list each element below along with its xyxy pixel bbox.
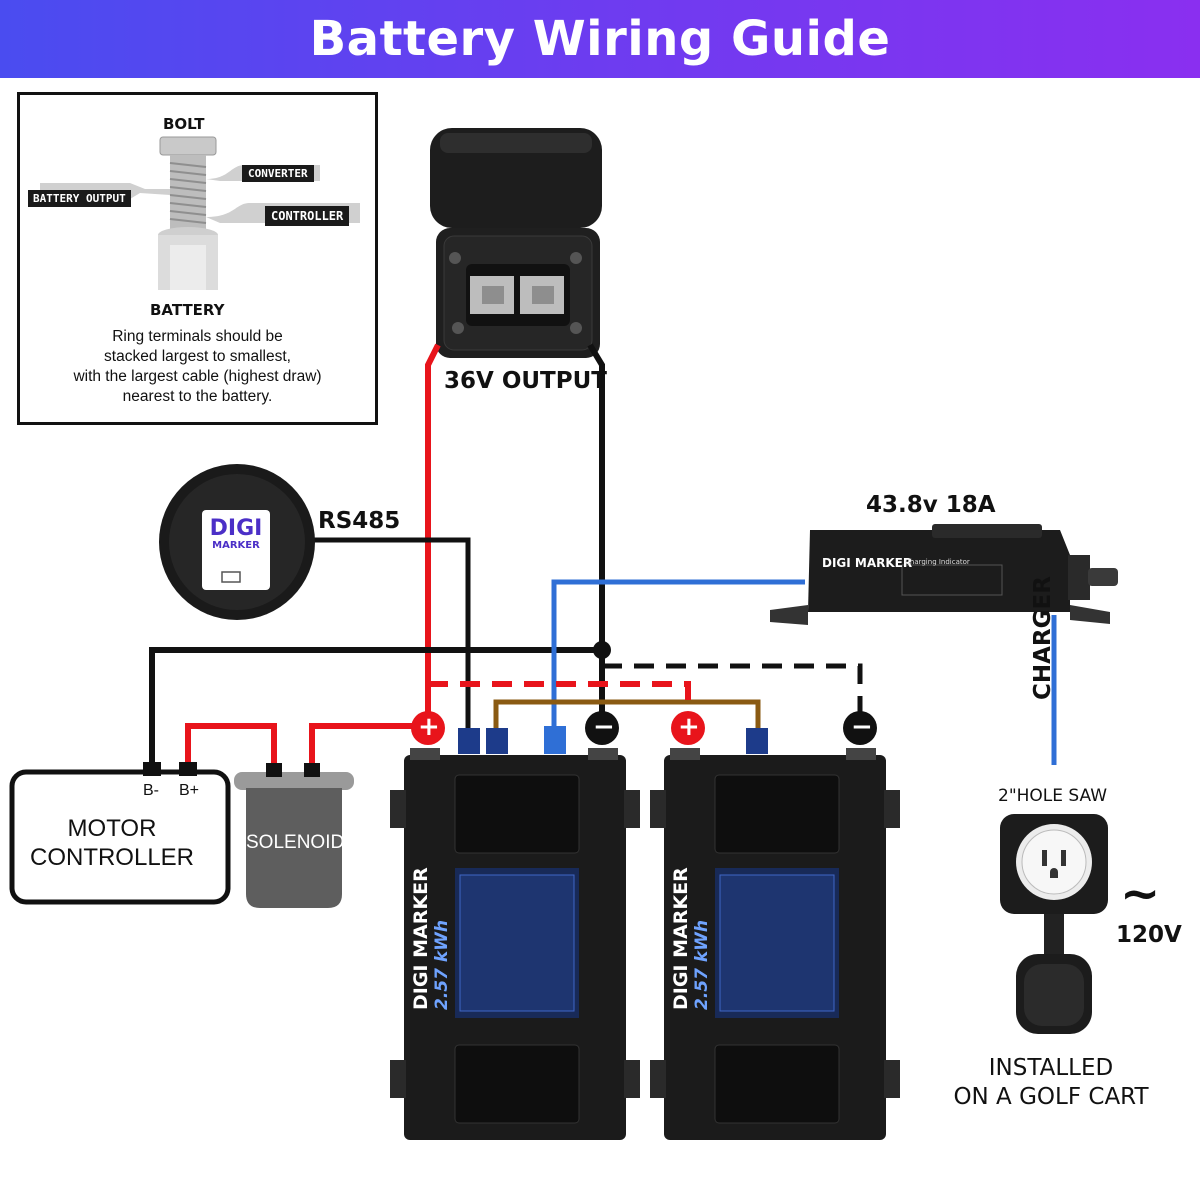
negative-jumper-dashed (602, 663, 863, 722)
installed-label: INSTALLED ON A GOLF CART (940, 1054, 1162, 1112)
solenoid-label: SOLENOID (246, 832, 345, 853)
solenoid-positive-wire (309, 723, 428, 770)
battery-1-negative-terminal (585, 711, 619, 745)
motor-controller-label: MOTOR CONTROLLER (14, 814, 210, 872)
minus-glyph: − (593, 712, 615, 742)
battery-monitor (159, 464, 315, 620)
controller-positive-wire (185, 723, 277, 770)
rs485-label: RS485 (318, 508, 401, 534)
installed-line-1: INSTALLED (988, 1055, 1114, 1081)
ac-inlet (1000, 814, 1108, 1034)
charger-indicator-title: Charging Indicator (905, 558, 970, 566)
output-positive-wire (425, 343, 441, 722)
monitor-logo-bottom: MARKER (212, 540, 260, 551)
plus-glyph: + (418, 712, 440, 742)
battery-2-negative-terminal (843, 711, 877, 745)
link-port-1 (486, 728, 508, 754)
converter-tag: CONVERTER (242, 165, 314, 182)
battery-2-brand: DIGI MARKER (670, 867, 692, 1010)
note-line: stacked largest to smallest, (104, 348, 291, 365)
minus-glyph: − (851, 712, 873, 742)
bpos-label: B+ (179, 782, 200, 799)
motor-controller-line-2: CONTROLLER (29, 844, 195, 871)
bolt-label: BOLT (163, 115, 205, 133)
rs485-wire (300, 537, 471, 730)
note-line: nearest to the battery. (122, 388, 273, 405)
junction-dot (593, 641, 611, 659)
controller-negative-wire (149, 647, 602, 770)
plus-glyph: + (678, 712, 700, 742)
solenoid (234, 763, 354, 908)
page-title: Battery Wiring Guide (309, 11, 891, 67)
output-connector (430, 128, 602, 358)
battery-2 (650, 748, 900, 1140)
monitor-logo-top: DIGI (209, 516, 263, 541)
output-negative-wire (587, 343, 605, 722)
note-line: with the largest cable (highest draw) (73, 368, 322, 385)
terminal-bpos (179, 762, 197, 776)
motor-controller-box (9, 769, 231, 905)
charger-unit (770, 524, 1118, 625)
link-port-2 (746, 728, 768, 754)
stacking-note: Ring terminals should be stacked largest… (20, 327, 375, 407)
charger-port (544, 726, 566, 754)
positive-jumper-dashed (428, 681, 691, 722)
voltage-label: 120V (1116, 922, 1182, 948)
output-label: 36V OUTPUT (444, 368, 607, 394)
battery-link-wire (493, 699, 761, 730)
hole-saw-label: 2"HOLE SAW (998, 786, 1108, 806)
battery-1-brand: DIGI MARKER (410, 867, 432, 1010)
rs485-port (458, 728, 480, 754)
ac-symbol: ~ (1120, 866, 1161, 922)
installed-line-2: ON A GOLF CART (953, 1084, 1149, 1110)
charger-label: CHARGER (1030, 576, 1056, 700)
battery-output-tag: BATTERY OUTPUT (28, 190, 131, 207)
battery-label: BATTERY (150, 301, 225, 319)
note-line: Ring terminals should be (112, 328, 283, 345)
charger-rating: 43.8v 18A (866, 492, 996, 518)
bneg-label: B- (143, 782, 159, 799)
controller-tag: CONTROLLER (265, 206, 350, 226)
battery-1-capacity: 2.57 kWh (432, 919, 452, 1010)
terminal-stacking-inset: BOLT CONVERTER BATTERY OUTPUT CONTROLLER… (17, 92, 378, 425)
title-banner: Battery Wiring Guide (0, 0, 1200, 78)
charger-brand: DIGI MARKER (822, 556, 913, 570)
battery-2-positive-terminal (671, 711, 705, 745)
charger-signal-wire (551, 579, 805, 730)
battery-2-capacity: 2.57 kWh (692, 919, 712, 1010)
motor-controller-line-1: MOTOR (67, 815, 157, 842)
battery-1-positive-terminal (411, 711, 445, 745)
terminal-bneg (143, 762, 161, 776)
battery-1 (390, 748, 640, 1140)
monitor-logo: DIGI MARKER (202, 516, 270, 552)
